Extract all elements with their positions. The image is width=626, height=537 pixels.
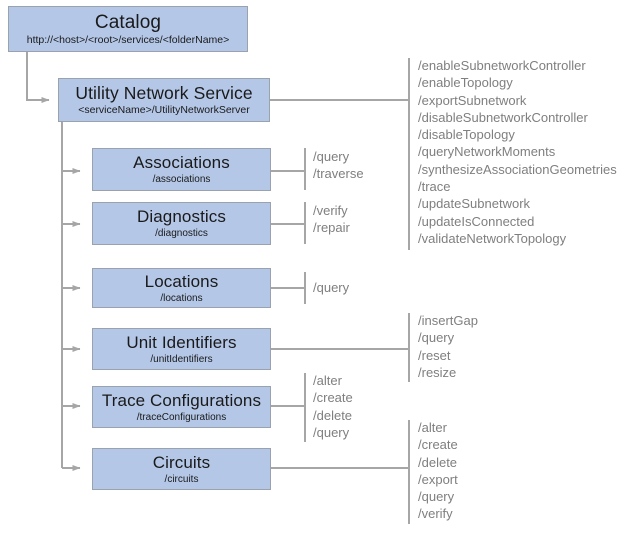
operations-diagnostics: /verify /repair: [313, 202, 350, 237]
operation-item[interactable]: /query: [418, 489, 455, 505]
operations-circuits: /alter /create /delete /export /query /v…: [418, 419, 458, 523]
node-associations[interactable]: Associations /associations: [92, 148, 271, 191]
operation-item[interactable]: /delete: [313, 407, 353, 423]
operation-item[interactable]: /query: [313, 280, 350, 295]
operation-item[interactable]: /updateSubnetwork: [418, 196, 531, 212]
operation-item[interactable]: /query: [418, 330, 455, 346]
operation-item[interactable]: /disableTopology: [418, 127, 515, 143]
operations-associations: /query /traverse: [313, 148, 364, 183]
node-unit-identifiers[interactable]: Unit Identifiers /unitIdentifiers: [92, 328, 271, 370]
operation-item[interactable]: /verify: [418, 506, 453, 522]
node-unit-identifiers-path: /unitIdentifiers: [150, 353, 213, 365]
node-diagnostics-title: Diagnostics: [137, 207, 226, 226]
operation-item[interactable]: /verify: [313, 203, 348, 218]
operation-item[interactable]: /alter: [418, 420, 447, 435]
operation-item[interactable]: /query: [313, 149, 350, 164]
operation-item[interactable]: /query: [313, 424, 350, 440]
operation-item[interactable]: /export: [418, 471, 458, 487]
node-catalog-title: Catalog: [94, 11, 162, 33]
operation-item[interactable]: /create: [313, 390, 353, 406]
node-associations-path: /associations: [152, 174, 211, 185]
node-catalog-path: http://<host>/<root>/services/<folderNam…: [26, 33, 230, 46]
operation-item[interactable]: /trace: [418, 179, 451, 195]
operation-item[interactable]: /exportSubnetwork: [418, 92, 527, 108]
node-circuits-title: Circuits: [152, 452, 211, 472]
operation-item[interactable]: /create: [418, 437, 458, 453]
operation-item[interactable]: /synthesizeAssociationGeometries: [418, 161, 617, 177]
node-circuits-path: /circuits: [164, 473, 199, 485]
operation-item[interactable]: /repair: [313, 220, 350, 236]
operation-item[interactable]: /disableSubnetworkController: [418, 109, 588, 125]
node-diagnostics[interactable]: Diagnostics /diagnostics: [92, 202, 271, 245]
operations-trace-configurations: /alter /create /delete /query: [313, 372, 353, 441]
operation-item[interactable]: /resize: [418, 364, 457, 380]
node-trace-configurations-path: /traceConfigurations: [136, 411, 227, 423]
operations-unit-identifiers: /insertGap /query /reset /resize: [418, 312, 478, 381]
operation-item[interactable]: /enableSubnetworkController: [418, 58, 586, 73]
node-unit-identifiers-title: Unit Identifiers: [126, 332, 237, 352]
node-diagnostics-path: /diagnostics: [155, 228, 208, 239]
operation-item[interactable]: /reset: [418, 347, 451, 363]
operation-item[interactable]: /traverse: [313, 166, 364, 182]
node-circuits[interactable]: Circuits /circuits: [92, 448, 271, 490]
node-trace-configurations-title: Trace Configurations: [101, 390, 262, 410]
operation-item[interactable]: /delete: [418, 454, 458, 470]
node-locations[interactable]: Locations /locations: [92, 268, 271, 308]
operation-item[interactable]: /enableTopology: [418, 75, 513, 91]
node-trace-configurations[interactable]: Trace Configurations /traceConfiguration…: [92, 386, 271, 428]
operations-locations: /query: [313, 279, 349, 296]
operations-utility-network-service: /enableSubnetworkController /enableTopol…: [418, 57, 617, 247]
node-utility-network-service-title: Utility Network Service: [75, 82, 253, 103]
node-utility-network-service[interactable]: Utility Network Service <serviceName>/Ut…: [58, 78, 270, 122]
node-locations-path: /locations: [160, 292, 203, 304]
operation-item[interactable]: /insertGap: [418, 313, 478, 328]
node-utility-network-service-path: <serviceName>/UtilityNetworkServer: [78, 103, 250, 116]
operation-item[interactable]: /alter: [313, 373, 342, 388]
operation-item[interactable]: /updateIsConnected: [418, 213, 535, 229]
operation-item[interactable]: /queryNetworkMoments: [418, 144, 556, 160]
node-locations-title: Locations: [144, 271, 219, 291]
node-catalog[interactable]: Catalog http://<host>/<root>/services/<f…: [8, 6, 248, 52]
node-associations-title: Associations: [133, 153, 230, 172]
operation-item[interactable]: /validateNetworkTopology: [418, 230, 567, 246]
